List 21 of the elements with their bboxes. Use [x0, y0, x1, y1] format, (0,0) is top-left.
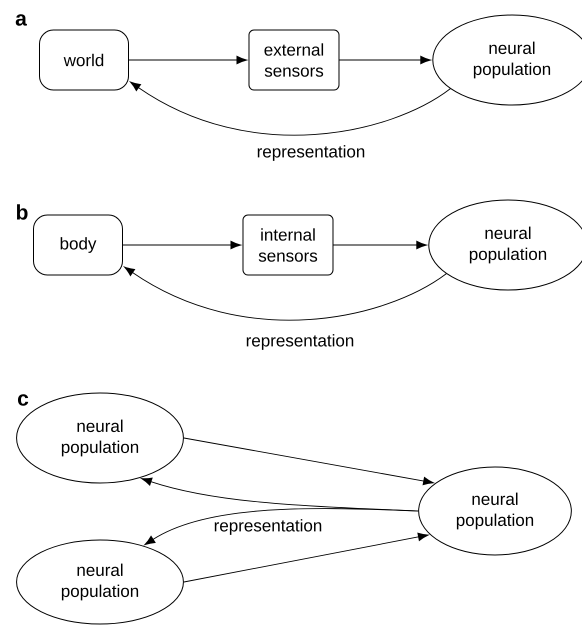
arrow: [130, 82, 451, 136]
edge-label: representation: [244, 333, 356, 351]
process-box: internal sensors: [242, 214, 334, 276]
edge-label: representation: [212, 518, 324, 536]
arrow: [333, 240, 427, 250]
arrow: [144, 508, 419, 546]
panel-letter: c: [18, 394, 28, 406]
arrow: [183, 438, 434, 486]
arrow: [128, 56, 248, 64]
arrow: [122, 240, 242, 250]
ellipse-node: neural population: [418, 466, 572, 556]
rounded-box: body: [33, 214, 123, 276]
process-box: external sensors: [248, 30, 340, 90]
arrow: [339, 56, 431, 64]
arrow: [183, 532, 429, 582]
rounded-box: world: [39, 30, 129, 90]
ellipse-node: neural population: [16, 540, 184, 624]
edge-label: representation: [256, 144, 366, 162]
panel-letter: a: [16, 14, 27, 26]
panel-letter: b: [16, 204, 28, 220]
arrow: [124, 266, 447, 320]
